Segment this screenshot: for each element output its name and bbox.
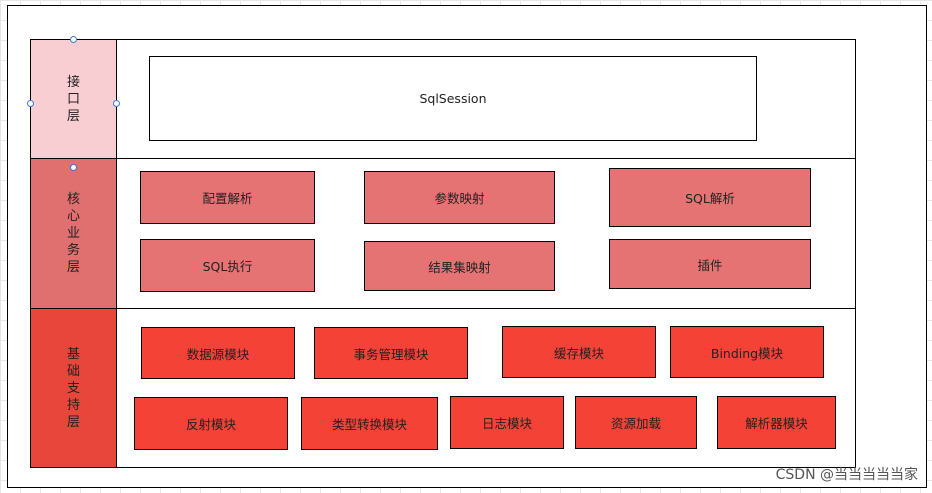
box-sql-parse[interactable]: SQL解析 — [609, 168, 811, 227]
box-transaction-module[interactable]: 事务管理模块 — [314, 327, 468, 379]
box-config-parse[interactable]: 配置解析 — [140, 171, 315, 224]
box-sqlsession[interactable]: SqlSession — [149, 56, 757, 141]
box-resource-loading[interactable]: 资源加载 — [575, 396, 697, 449]
selection-handle-left[interactable] — [27, 100, 34, 107]
box-sql-execute[interactable]: SQL执行 — [140, 239, 315, 292]
box-parser-module[interactable]: 解析器模块 — [717, 396, 836, 449]
box-plugin[interactable]: 插件 — [609, 239, 811, 289]
selection-handle-top[interactable] — [70, 36, 77, 43]
selection-handle-bottom[interactable] — [70, 164, 77, 171]
box-binding-module[interactable]: Binding模块 — [670, 326, 824, 378]
box-cache-module[interactable]: 缓存模块 — [502, 326, 656, 378]
layer-label-interface[interactable]: 接 口 层 — [30, 39, 117, 159]
box-log-module[interactable]: 日志模块 — [450, 396, 564, 449]
box-resultset-mapping[interactable]: 结果集映射 — [364, 241, 555, 291]
box-param-mapping[interactable]: 参数映射 — [364, 171, 555, 224]
layer-label-base[interactable]: 基 础 支 持 层 — [30, 308, 117, 468]
box-type-conversion-module[interactable]: 类型转换模块 — [301, 397, 438, 450]
selection-handle-right[interactable] — [113, 100, 120, 107]
box-datasource-module[interactable]: 数据源模块 — [141, 327, 295, 379]
layer-label-core[interactable]: 核 心 业 务 层 — [30, 158, 117, 309]
box-reflection-module[interactable]: 反射模块 — [134, 397, 288, 450]
watermark: CSDN @当当当当当家 — [775, 467, 918, 483]
